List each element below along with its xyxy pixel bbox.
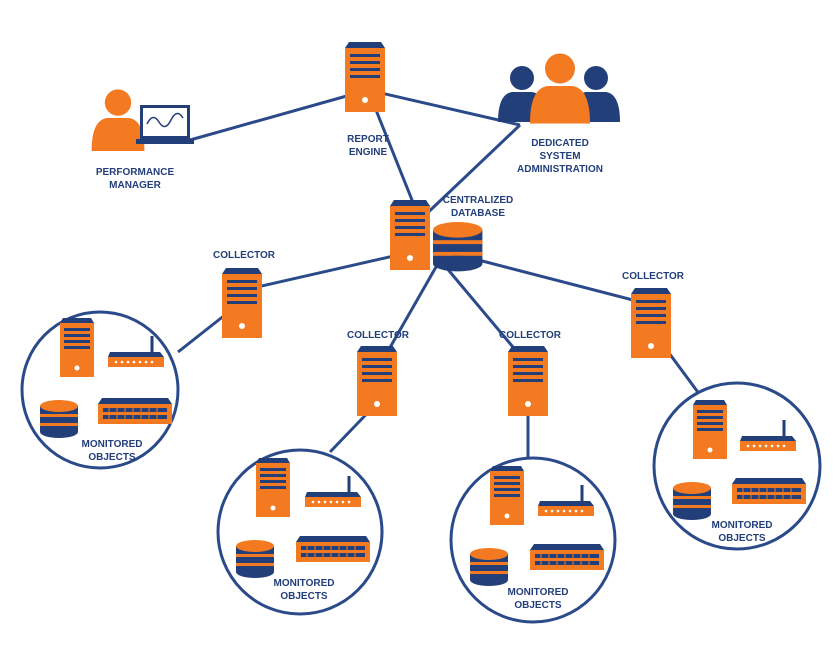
perf-manager-label-line1: PERFORMANCE — [96, 167, 175, 178]
performance-manager-node: PERFORMANCE MANAGER — [91, 89, 194, 191]
monitored-label-line1: MONITORED — [274, 578, 335, 589]
server-icon — [357, 346, 397, 416]
admin-node: DEDICATED SYSTEM ADMINISTRATION — [498, 53, 620, 175]
collector-label: COLLECTOR — [499, 330, 562, 341]
monitored-label-line1: MONITORED — [712, 520, 773, 531]
database-icon — [470, 548, 508, 586]
monitored-label-line2: OBJECTS — [718, 533, 766, 544]
switch-icon — [529, 543, 605, 571]
collector-label: COLLECTOR — [622, 271, 685, 282]
server-icon — [390, 200, 430, 270]
switch-icon — [731, 477, 807, 505]
switch-icon — [97, 397, 173, 425]
person-laptop-icon — [91, 89, 194, 151]
collector-4: COLLECTOR — [622, 271, 685, 358]
admin-label-line2: SYSTEM — [539, 151, 580, 162]
report-engine-node: REPORT ENGINE — [345, 42, 389, 158]
database-icon — [673, 482, 711, 520]
monitored-group-4: MONITORED OBJECTS — [652, 381, 822, 551]
central-db-label-line1: CENTRALIZED — [443, 195, 514, 206]
server-icon — [693, 400, 727, 459]
server-icon — [631, 288, 671, 358]
report-engine-label-line2: ENGINE — [349, 147, 388, 158]
central-db-label-line2: DATABASE — [451, 208, 505, 219]
database-icon — [236, 540, 274, 578]
monitored-label-line2: OBJECTS — [514, 600, 562, 611]
collector-3: COLLECTOR — [499, 330, 562, 416]
perf-manager-label-line2: MANAGER — [109, 180, 161, 191]
monitored-label-line2: OBJECTS — [88, 452, 136, 463]
monitored-label-line1: MONITORED — [82, 439, 143, 450]
server-icon — [345, 42, 385, 112]
monitored-label-line1: MONITORED — [508, 587, 569, 598]
collector-1: COLLECTOR — [213, 250, 276, 338]
monitored-label-line2: OBJECTS — [280, 591, 328, 602]
monitored-group-1: MONITORED OBJECTS — [20, 310, 180, 470]
database-icon — [433, 222, 483, 272]
server-icon — [508, 346, 548, 416]
server-icon — [490, 466, 524, 525]
database-icon — [40, 400, 78, 438]
admin-label-line3: ADMINISTRATION — [517, 164, 603, 175]
report-engine-label-line1: REPORT — [347, 134, 389, 145]
admin-label-line1: DEDICATED — [531, 138, 589, 149]
switch-icon — [295, 535, 371, 563]
server-icon — [222, 268, 262, 338]
monitored-group-3: MONITORED OBJECTS — [449, 456, 617, 624]
collector-2: COLLECTOR — [347, 330, 410, 416]
central-database-node: CENTRALIZED DATABASE — [390, 195, 514, 272]
server-icon — [60, 318, 94, 377]
collector-label: COLLECTOR — [347, 330, 410, 341]
monitored-group-2: MONITORED OBJECTS — [216, 448, 384, 616]
collector-label: COLLECTOR — [213, 250, 276, 261]
server-icon — [256, 458, 290, 517]
